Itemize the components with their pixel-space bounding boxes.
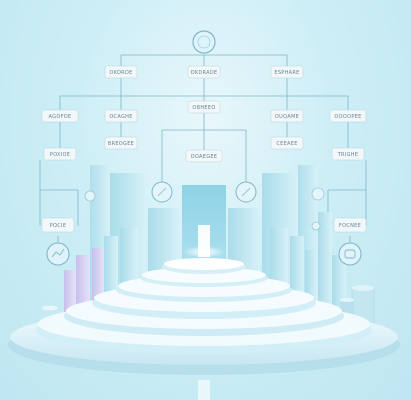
label-mid-right: OUQAME — [275, 114, 299, 120]
label-mid-right-far: OOOOPEE — [334, 114, 361, 120]
connector-lines — [39, 54, 367, 244]
label-mid-left-far: AGOFOE — [49, 114, 72, 120]
bar-columns — [42, 165, 375, 330]
label-mid-center: OBHEEO — [192, 105, 215, 111]
tier-2-labels: AGOFOE OCAGHE OBHEEO OUQAME OOOOPEE — [41, 100, 367, 123]
label-side-left: POCIE — [50, 223, 67, 229]
floor-reflection — [198, 380, 210, 400]
label-top-center: OKDRADE — [191, 70, 218, 76]
label-low-right: CEEAEE — [276, 141, 297, 147]
root-node-icon — [192, 30, 216, 54]
label-low-center: OOAEGEE — [191, 154, 218, 160]
database-node-icon — [338, 242, 362, 266]
label-low-left: BREOGEE — [108, 141, 134, 147]
label-top-left: OKORDE — [109, 70, 132, 76]
circular-platform — [8, 258, 400, 375]
label-low-left-far: POXIOE — [50, 152, 70, 158]
tier-1-labels: OKORDE OKDRADE ESPHARE — [104, 65, 304, 79]
label-mid-left: OCAGHE — [109, 114, 132, 120]
label-low-right-far: TRIGHE — [337, 152, 359, 158]
tier-3-labels: POXIOE BREOGEE OOAEGEE CEEAEE TRIGHE — [43, 136, 365, 163]
side-nodes: POCIE FOCNEE — [41, 181, 367, 266]
label-top-right: ESPHARE — [274, 70, 299, 76]
label-side-right: FOCNEE — [339, 223, 361, 229]
